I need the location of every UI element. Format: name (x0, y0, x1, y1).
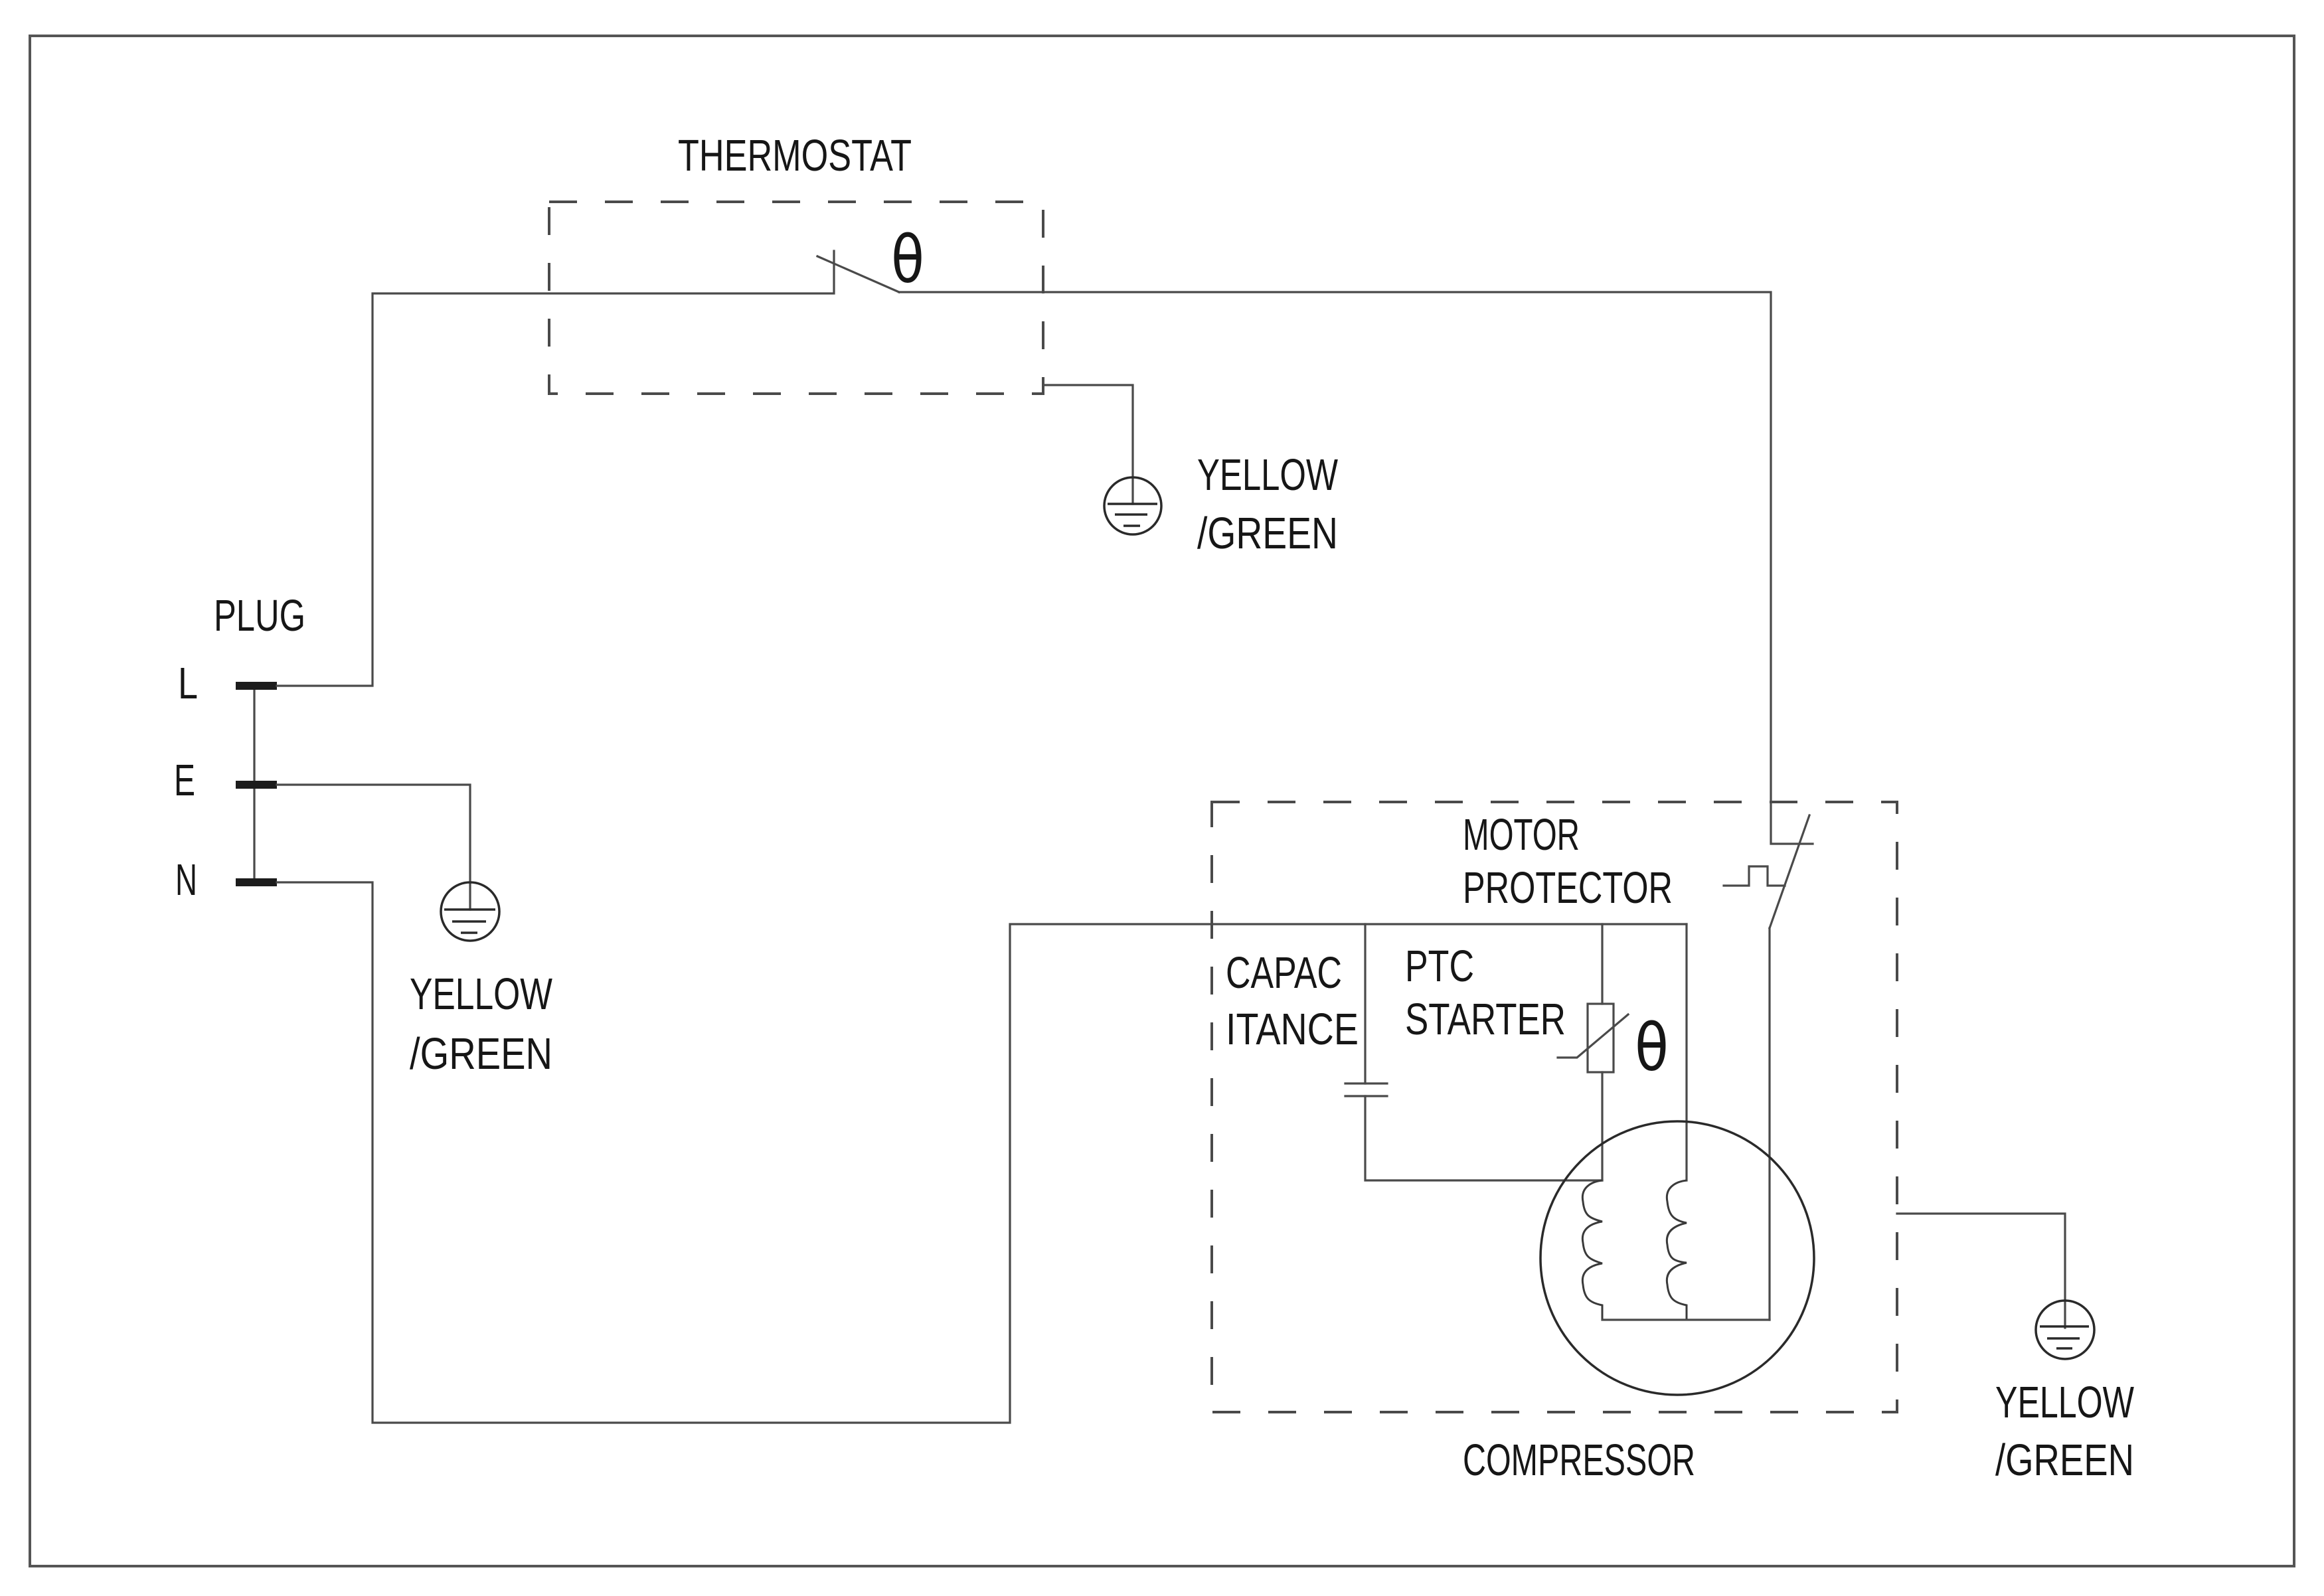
thermostat-switch-blade (815, 254, 901, 294)
plug-pin-l (236, 682, 277, 690)
capacitance-label-1: CAPAC (1226, 948, 1342, 998)
thermostat-ground-label-2: /GREEN (1197, 509, 1338, 558)
compressor-ground-icon (2034, 1299, 2096, 1360)
compressor-motor-icon (1539, 1120, 1815, 1396)
thermostat-ground-label-1: YELLOW (1197, 450, 1339, 500)
plug-pin-n (236, 878, 277, 886)
ptc-starter-label-1: PTC (1405, 941, 1474, 991)
live-wire (276, 250, 835, 687)
ptc-thermistor-slash (1556, 1012, 1630, 1059)
motor-protector-contact (1768, 813, 1811, 930)
plug: PLUG L E N (174, 591, 305, 905)
plug-pin-l-label: L (178, 659, 198, 708)
plug-ground-label-1: YELLOW (410, 969, 553, 1019)
plug-label: PLUG (214, 591, 305, 641)
ptc-thermistor-body (1586, 1002, 1615, 1074)
thermostat: THERMOSTAT θ (548, 131, 1044, 395)
compressor-ground-label-1: YELLOW (1995, 1378, 2135, 1427)
thermostat-to-protector-wire (898, 291, 1814, 845)
plug-pin-e (236, 781, 277, 789)
compressor-unit-boundary (1210, 801, 1898, 1413)
ptc-theta-symbol: θ (1635, 1010, 1669, 1086)
thermostat-label: THERMOSTAT (678, 131, 912, 181)
thermostat-boundary (548, 200, 1044, 395)
diagram-frame (29, 35, 2295, 1567)
motor-protector-label-2: PROTECTOR (1463, 863, 1673, 913)
start-winding-coil (1581, 1179, 1604, 1320)
motor-protector-heater (1722, 865, 1786, 887)
plug-pin-n-label: N (175, 855, 197, 905)
earth-wire-plug (276, 783, 471, 911)
compressor-ground-wire (1896, 1212, 2066, 1329)
ptc-starter-label-2: STARTER (1405, 995, 1566, 1044)
motor-protector-label-1: MOTOR (1463, 810, 1580, 860)
compressor-unit: COMPRESSOR MOTOR PROTECTOR CAPAC ITANCE … (1210, 801, 1898, 1485)
capacitance-label-2: ITANCE (1226, 1004, 1359, 1054)
plug-pin-e-label: E (174, 756, 195, 805)
thermostat-theta-symbol: θ (891, 222, 924, 298)
plug-ground-label-2: /GREEN (410, 1029, 552, 1079)
neutral-wire (276, 881, 1688, 1424)
compressor-label: COMPRESSOR (1463, 1435, 1695, 1485)
plug-ground-icon (440, 881, 501, 942)
capacitor-bottom-lead (1364, 1095, 1604, 1182)
thermostat-ground-icon (1103, 476, 1163, 536)
compressor-ground-label-2: /GREEN (1995, 1435, 2134, 1485)
run-winding-coil (1665, 1179, 1688, 1320)
thermostat-ground-wire (1042, 384, 1134, 505)
